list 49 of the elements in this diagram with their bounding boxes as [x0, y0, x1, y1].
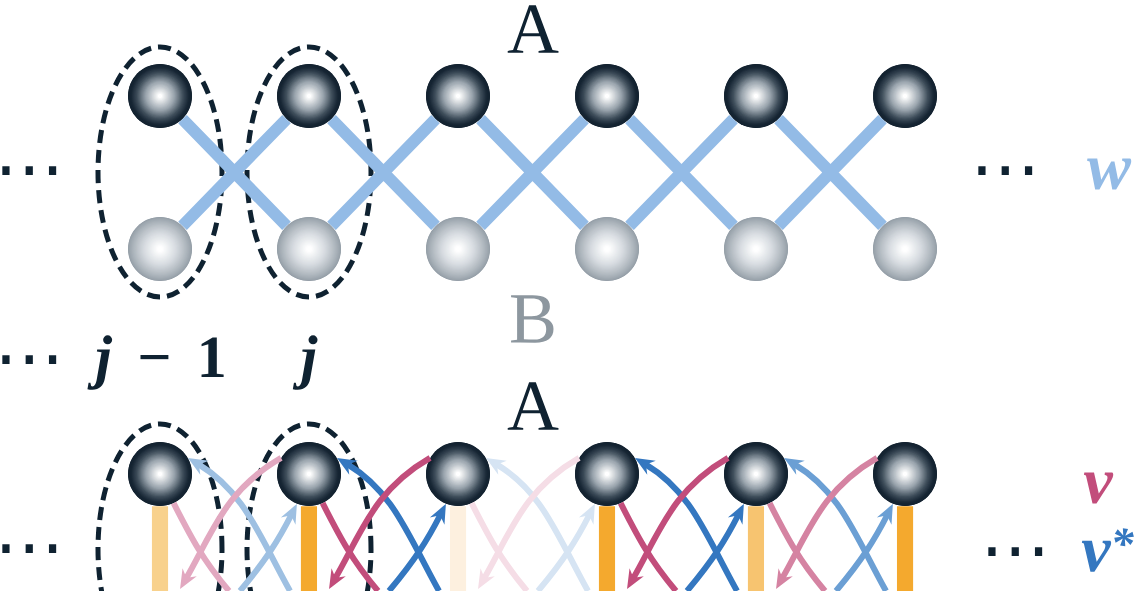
- curved-line: [766, 501, 828, 591]
- ellipsis: ⋯: [2, 355, 57, 364]
- sphere: [575, 64, 639, 128]
- crossed-lines: [772, 113, 889, 232]
- crossed-lines: [623, 113, 740, 232]
- sphere: [873, 442, 937, 506]
- sphere: [426, 442, 490, 506]
- sphere: [426, 64, 490, 128]
- sphere: [128, 64, 192, 128]
- sphere: [128, 442, 192, 506]
- vertical-bar: [151, 506, 169, 591]
- curved-line: [617, 501, 679, 591]
- sphere: [724, 64, 788, 128]
- sphere: [873, 217, 937, 281]
- vertical-bar: [598, 506, 616, 591]
- curved-line: [468, 501, 530, 591]
- vertical-bar: [747, 506, 765, 591]
- sphere: [575, 217, 639, 281]
- row-label: A: [507, 382, 559, 430]
- crossed-lines: [325, 113, 442, 232]
- sphere: [277, 64, 341, 128]
- ellipsis: ⋯: [978, 166, 1033, 175]
- ellipsis: ⋯: [2, 544, 57, 553]
- row-label: B: [511, 295, 554, 343]
- curved-line: [170, 501, 232, 591]
- sphere: [426, 217, 490, 281]
- symbol-label: v: [1083, 472, 1114, 504]
- sphere: [724, 217, 788, 281]
- crossed-lines: [474, 113, 591, 232]
- sphere: [575, 442, 639, 506]
- dashed-ellipse: [95, 44, 225, 300]
- column-label: j: [292, 335, 318, 390]
- vertical-bar: [449, 506, 467, 591]
- sphere: [128, 217, 192, 281]
- ellipsis: ⋯: [988, 547, 1043, 556]
- row-label: A: [507, 5, 559, 53]
- vertical-bar: [300, 506, 318, 591]
- sphere: [277, 442, 341, 506]
- sphere: [277, 217, 341, 281]
- crossed-lines: [176, 113, 293, 232]
- column-label: j − 1: [87, 335, 224, 390]
- ellipsis: ⋯: [2, 166, 57, 175]
- symbol-label: w: [1087, 158, 1132, 190]
- curved-line: [319, 501, 381, 591]
- vertical-bar: [896, 506, 914, 591]
- symbol-label: v$^{*}$: [1081, 528, 1134, 572]
- sphere: [724, 442, 788, 506]
- sphere: [873, 64, 937, 128]
- dashed-ellipse: [244, 44, 374, 300]
